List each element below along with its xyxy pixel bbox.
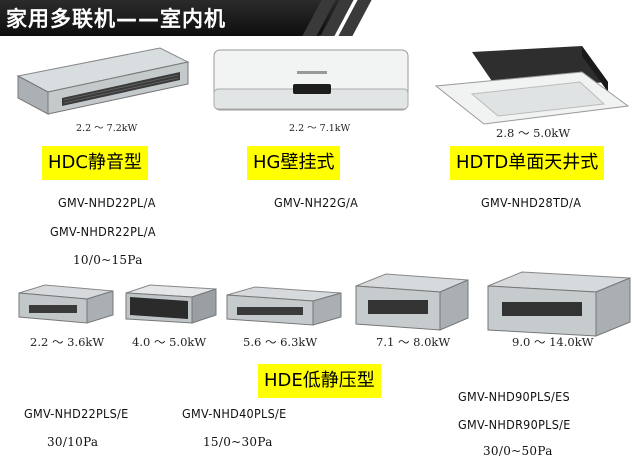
model-number: GMV-NHDR22PL/A <box>50 224 156 239</box>
duct-unit-medium-image <box>226 286 342 326</box>
model-number: GMV-NH22G/A <box>274 195 359 210</box>
capacity-label: 2.2 ～ 7.2kW <box>76 123 138 134</box>
model-number: GMV-NHDR90PLS/E <box>458 417 571 432</box>
hg-wall-unit-image <box>213 49 409 111</box>
duct-unit-large-image <box>355 273 469 331</box>
series-label-hg: HG壁挂式 <box>247 146 341 180</box>
duct-unit-open-image <box>125 284 217 324</box>
static-pressure: 10/0~15Pa <box>73 253 143 267</box>
model-number: GMV-NHD40PLS/E <box>182 406 287 421</box>
model-number: GMV-NHD28TD/A <box>481 195 582 210</box>
series-label-hde: HDE低静压型 <box>258 364 381 398</box>
static-pressure: 15/0~30Pa <box>203 435 273 449</box>
title-banner: 家用多联机——室内机 <box>0 0 348 36</box>
duct-unit-xlarge-image <box>487 271 631 337</box>
capacity-label: 2.8 ～ 5.0kW <box>496 126 571 140</box>
capacity-label: 2.2 ～ 3.6kW <box>30 335 105 349</box>
static-pressure: 30/0~50Pa <box>483 444 553 458</box>
capacity-label: 4.0 ～ 5.0kW <box>132 335 207 349</box>
series-label-hdtd: HDTD单面天井式 <box>450 146 605 180</box>
page-title: 家用多联机——室内机 <box>6 7 226 31</box>
static-pressure: 30/10Pa <box>47 435 99 449</box>
banner-stripes <box>300 0 372 36</box>
series-label-hdc: HDC静音型 <box>42 146 148 180</box>
capacity-label: 9.0 ～ 14.0kW <box>512 335 594 349</box>
model-number: GMV-NHD22PLS/E <box>24 406 129 421</box>
capacity-label: 2.2 ～ 7.1kW <box>289 123 351 134</box>
capacity-label: 7.1 ～ 8.0kW <box>376 335 451 349</box>
model-number: GMV-NHD22PL/A <box>58 195 156 210</box>
hdtd-cassette-unit-image <box>434 46 630 125</box>
model-number: GMV-NHD90PLS/ES <box>458 389 570 404</box>
capacity-label: 5.6 ～ 6.3kW <box>243 335 318 349</box>
duct-unit-small-image <box>18 284 114 324</box>
hdc-duct-unit-image <box>16 47 190 115</box>
